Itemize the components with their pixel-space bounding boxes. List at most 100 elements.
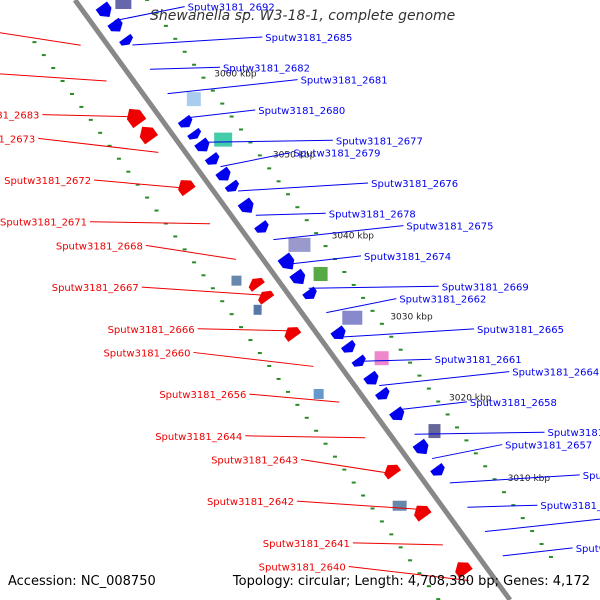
reverse-gene-leader	[352, 542, 443, 546]
forward-gene-leader	[273, 225, 404, 241]
reverse-gene-leader	[0, 73, 107, 82]
reverse-gene-label: Sputw3181_2671	[0, 218, 87, 229]
forward-gene-leader	[167, 79, 298, 95]
gc-dot	[248, 141, 253, 144]
reverse-gene-7	[414, 505, 432, 522]
reverse-gene-leader	[90, 221, 211, 225]
forward-gene-leader	[449, 474, 580, 484]
gc-dot	[229, 115, 234, 118]
gc-dot	[135, 183, 140, 186]
forward-gene-leader	[502, 547, 573, 557]
reverse-gene-0	[126, 108, 147, 129]
gc-dot	[79, 105, 84, 108]
feature-block-6	[374, 351, 389, 366]
forward-gene-label: Sputw3181_2664	[512, 368, 599, 379]
forward-gene-label: Sputw3181_2676	[371, 179, 458, 190]
forward-gene-9-shape	[237, 197, 254, 213]
gc-dot	[483, 465, 488, 468]
gc-dot	[314, 232, 319, 235]
forward-gene-label: Sputw3181_2657	[505, 441, 592, 452]
gc-dot	[361, 494, 366, 497]
reverse-gene-leader	[245, 435, 366, 439]
forward-gene-label: Sputw3181_2679	[294, 149, 381, 160]
reverse-gene-8	[455, 562, 473, 579]
gc-dot	[389, 335, 394, 338]
forward-gene-20-shape	[412, 438, 429, 455]
gc-dot	[107, 144, 112, 147]
gc-dot	[173, 235, 178, 238]
reverse-gene-label: Sputw3181_2640	[259, 563, 346, 574]
reverse-gene-5-shape	[284, 327, 302, 342]
reverse-gene-leader	[296, 500, 418, 510]
gc-dot	[370, 309, 375, 312]
reverse-gene-label: Sputw3181_2666	[108, 325, 195, 336]
reverse-gene-0-shape	[126, 108, 147, 129]
reverse-gene-3	[248, 277, 265, 292]
gc-dot	[210, 89, 215, 92]
forward-gene-leader	[290, 255, 362, 265]
forward-gene-7-shape	[215, 166, 231, 181]
forward-gene-16	[351, 354, 366, 367]
gc-dot	[229, 313, 234, 316]
forward-gene-5	[194, 137, 210, 152]
gc-dot	[426, 387, 431, 390]
map-title: Shewanella sp. W3-18-1, complete genome	[150, 8, 456, 24]
reverse-gene-leader	[42, 114, 133, 118]
gc-dot	[351, 481, 356, 484]
gc-dot	[408, 559, 413, 562]
gc-dot	[436, 598, 441, 600]
forward-gene-label: Sputw3181_2659	[540, 501, 600, 512]
gc-dot	[182, 50, 187, 53]
reverse-gene-leader	[348, 566, 469, 582]
forward-gene-5-shape	[194, 137, 210, 152]
forward-gene-15	[340, 339, 356, 353]
gc-dot	[173, 37, 178, 40]
forward-gene-label: Sputw3181_2680	[258, 106, 345, 117]
forward-gene-13	[302, 286, 317, 300]
gc-dot	[332, 455, 337, 458]
reverse-block-2	[313, 388, 324, 399]
scale-label: 3060 kbp	[214, 69, 257, 79]
topology-summary: Topology: circular; Length: 4,708,380 bp…	[232, 574, 590, 589]
reverse-gene-leader	[38, 137, 159, 153]
forward-gene-0	[95, 1, 112, 17]
scale-label: 3010 kbp	[508, 474, 551, 484]
forward-gene-leader	[114, 6, 185, 22]
gc-dot	[417, 374, 422, 377]
reverse-gene-3-shape	[248, 277, 265, 292]
gc-dot	[248, 339, 253, 342]
reverse-gene-1-shape	[139, 126, 159, 145]
gc-dot	[492, 478, 497, 481]
scale-label: 3050 kbp	[273, 150, 316, 160]
gc-dot	[239, 128, 244, 131]
reverse-gene-5	[284, 327, 302, 342]
reverse-gene-4-shape	[258, 290, 275, 305]
gc-dot	[304, 219, 309, 222]
gc-dot	[398, 348, 403, 351]
forward-gene-10	[254, 220, 269, 233]
gc-dot	[342, 468, 347, 471]
reverse-gene-leader	[249, 393, 340, 403]
forward-gene-leader	[361, 358, 432, 362]
gc-dot	[417, 572, 422, 575]
forward-gene-21-shape	[430, 462, 445, 476]
forward-gene-9	[237, 197, 254, 213]
forward-gene-11	[277, 252, 295, 270]
reverse-gene-label: Sputw3181_2642	[207, 497, 294, 508]
feature-block-0	[115, 0, 132, 9]
forward-gene-2-shape	[119, 33, 134, 46]
gc-dot	[520, 517, 525, 520]
forward-gene-leader	[414, 431, 545, 435]
forward-gene-leader	[326, 298, 397, 314]
gc-dot	[220, 102, 225, 105]
forward-gene-15-shape	[340, 339, 356, 353]
reverse-gene-8-shape	[455, 562, 473, 579]
gc-dot	[473, 452, 478, 455]
forward-gene-leader	[132, 36, 263, 46]
reverse-gene-label: Sputw3181_2668	[56, 241, 143, 252]
gc-dot	[276, 180, 281, 183]
gc-dot	[464, 439, 469, 442]
scale-label: 3040 kbp	[332, 231, 375, 241]
